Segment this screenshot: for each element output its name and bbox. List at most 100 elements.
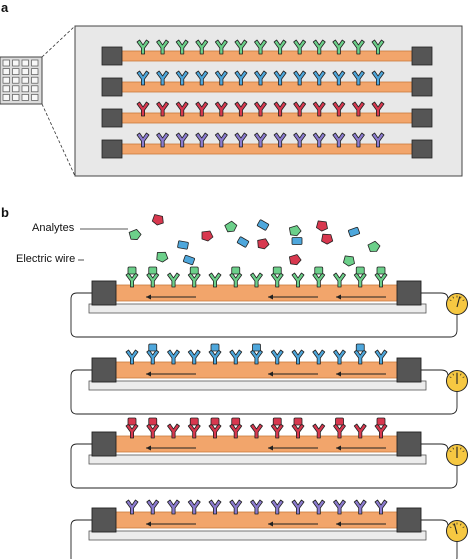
receptor-a — [273, 39, 287, 55]
circuit-wire-right — [421, 519, 449, 527]
receptor-shape — [125, 349, 139, 365]
receptor-b — [270, 499, 284, 515]
receptor-shape — [270, 272, 284, 288]
receptor-shape — [333, 499, 346, 515]
receptor-shape — [291, 499, 305, 515]
receptor-shape — [312, 349, 326, 365]
receptor-shape — [136, 132, 150, 148]
receptor-a — [332, 70, 346, 86]
receptor-a — [273, 70, 287, 86]
receptor-a — [136, 70, 150, 86]
bound-analyte — [272, 417, 282, 426]
receptor-a — [332, 101, 346, 117]
bound-analyte — [252, 343, 261, 352]
receptor-a — [195, 101, 209, 117]
electrode-left-4 — [101, 139, 123, 159]
receptor-shape — [293, 70, 307, 86]
sensor-device-4 — [70, 507, 468, 559]
chip-cell — [12, 59, 20, 67]
meter-tick — [452, 447, 455, 450]
electrode-drain — [396, 431, 422, 457]
receptor-b — [333, 417, 346, 439]
receptor-shape — [371, 101, 385, 117]
receptor-b — [167, 349, 180, 365]
receptor-b — [229, 499, 243, 515]
receptor-shape — [167, 272, 180, 288]
receptor-shape — [175, 132, 189, 148]
nanowire — [109, 361, 411, 379]
receptor-shape — [333, 423, 346, 439]
receptor-shape — [195, 70, 209, 86]
receptor-shape — [187, 272, 201, 288]
receptor-b — [208, 417, 222, 439]
chip-cell — [12, 68, 20, 75]
bound-analyte — [355, 343, 365, 352]
chip-cell — [2, 68, 10, 75]
receptor-shape — [353, 349, 367, 365]
electrode-source — [91, 280, 117, 306]
receptor-a — [371, 101, 385, 117]
substrate — [88, 454, 427, 465]
analytes-label: Analytes — [32, 222, 75, 234]
receptor-a — [293, 101, 307, 117]
receptor-a — [332, 39, 346, 55]
free-analyte — [224, 220, 238, 233]
free-analyte — [367, 240, 381, 252]
current-arrow-head — [268, 294, 273, 300]
receptor-a — [156, 70, 169, 86]
receptor-shape — [175, 101, 189, 117]
zoom-line-top — [41, 25, 76, 58]
receptor-shape — [125, 272, 139, 288]
analyte-shape — [367, 240, 381, 252]
analyte-shape — [236, 236, 250, 248]
current-arrow-head — [268, 521, 273, 527]
current-meter — [446, 293, 468, 315]
receptor-shape — [250, 499, 263, 515]
receptor-shape — [195, 39, 209, 55]
receptor-b — [312, 499, 326, 515]
meter-needle — [453, 523, 458, 535]
receptor-a — [273, 132, 287, 148]
analyte-shape — [224, 220, 238, 233]
bound-analyte — [127, 266, 137, 275]
meter-tick — [462, 526, 465, 529]
receptor-a — [293, 132, 307, 148]
free-analyte — [321, 233, 334, 245]
receptor-b — [353, 343, 367, 365]
free-analyte — [288, 225, 302, 237]
receptor-shape — [156, 70, 169, 86]
electric-wire-label: Electric wire — [16, 253, 76, 265]
electrode-right-3 — [411, 108, 433, 128]
receptor-shape — [312, 423, 326, 439]
receptor-b — [270, 266, 284, 288]
receptor-b — [312, 266, 326, 288]
receptor-a — [254, 39, 267, 55]
receptor-b — [125, 266, 139, 288]
receptor-shape — [371, 132, 385, 148]
electrode-drain — [396, 507, 422, 533]
receptor-shape — [273, 101, 287, 117]
meter-tick — [462, 376, 465, 379]
receptor-shape — [353, 499, 367, 515]
receptor-shape — [374, 272, 388, 288]
receptor-shape — [234, 70, 248, 86]
meter-tick — [462, 299, 465, 302]
receptor-shape — [208, 499, 222, 515]
current-arrow-head — [146, 521, 151, 527]
analyte-shape — [347, 226, 361, 238]
receptor-shape — [125, 423, 139, 439]
bound-analyte — [210, 343, 220, 352]
analyte-shape — [342, 255, 355, 267]
sensor-device-3 — [70, 431, 468, 489]
receptor-b — [353, 266, 367, 288]
receptor-b — [146, 499, 160, 515]
receptor-shape — [273, 70, 287, 86]
receptor-a — [136, 39, 150, 55]
analyte-shape — [321, 233, 334, 245]
receptor-b — [250, 272, 263, 288]
receptor-shape — [214, 132, 228, 148]
chip-cell — [31, 59, 39, 67]
receptor-a — [175, 132, 189, 148]
free-analyte — [256, 219, 270, 231]
meter-tick — [452, 296, 455, 299]
